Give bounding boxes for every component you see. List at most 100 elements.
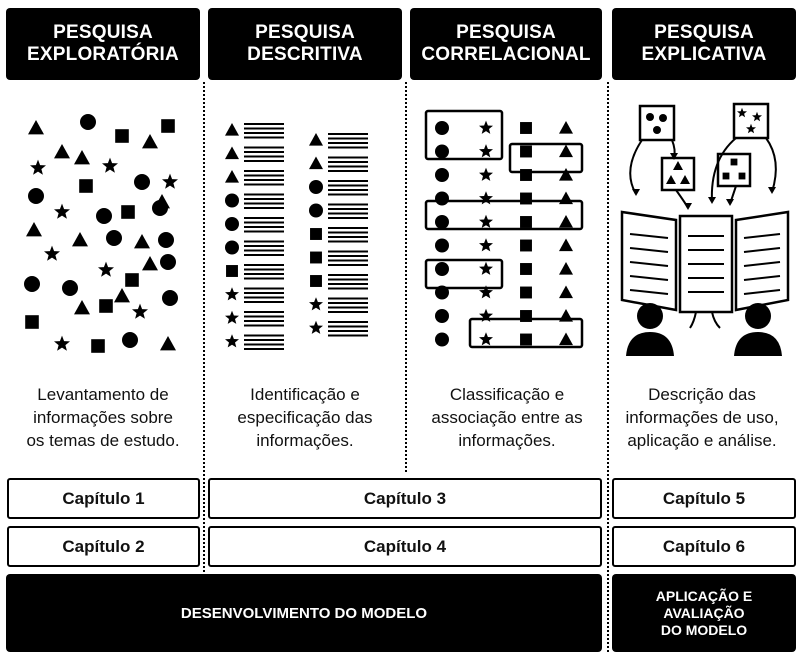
description-descritiva: Identificação e especificação das inform… [204,383,406,452]
triangle-shape [160,336,176,351]
text-line [328,302,368,304]
text-line [328,321,368,323]
text-line [244,207,284,209]
text-line [244,151,284,153]
arrow-head [684,203,692,210]
text-line [743,289,781,295]
circle-shape [158,232,174,248]
star-shape [746,123,756,134]
text-line [244,174,284,177]
star-shape [479,285,493,299]
text-line [244,292,284,294]
square-shape [99,299,113,313]
text-line [244,226,284,228]
text-line [244,296,284,299]
triangle-shape [114,288,130,303]
header-line-2: EXPLORATÓRIA [27,44,179,65]
square-shape [161,119,175,133]
circle-shape [28,188,44,204]
text-line [244,221,284,224]
square-shape [115,129,129,143]
star-shape [479,238,493,252]
square-shape [79,179,93,193]
description-line: associação entre as [431,408,583,427]
star-shape [479,144,493,158]
square-shape [520,169,532,181]
text-line [328,274,368,276]
description-line: aplicação e análise. [627,431,777,450]
text-line [244,155,284,158]
triangle-shape [142,256,158,271]
text-line [328,311,368,313]
square-shape [520,145,532,158]
star-shape [54,335,70,351]
star-shape [54,203,70,219]
curved-arrow [689,311,697,329]
text-line [328,156,368,159]
footer-aplicacao-avaliacao: APLICAÇÃO E AVALIAÇÃO DO MODELO [612,574,796,652]
text-line [328,334,368,337]
text-line [244,287,284,290]
triangle-shape [559,332,573,346]
triangle-shape [309,156,323,170]
header-line-1: PESQUISA [456,22,556,43]
text-line [328,240,368,243]
star-shape [44,245,60,261]
text-line [244,245,284,247]
column-separator-3 [607,82,609,652]
text-line [244,273,284,275]
circle-shape [152,200,168,216]
group-box [508,142,584,174]
arrow-head [670,153,678,160]
circle-shape [225,193,239,208]
header-pesquisa-exploratoria: PESQUISA EXPLORATÓRIA [6,8,200,80]
text-line [244,348,284,350]
triangle-shape [28,120,44,135]
text-line [743,261,781,267]
explanation-illustration [620,102,790,356]
triangle-shape [54,144,70,159]
star-shape [479,167,493,181]
column-separator-1 [203,82,205,652]
circle-shape [162,290,178,306]
text-line [743,275,781,281]
description-line: os temas de estudo. [26,431,180,450]
chapter-box: Capítulo 6 [612,526,796,567]
text-line [328,161,368,163]
text-line [328,212,368,215]
circle-shape [435,215,449,229]
document-panel [734,210,790,312]
text-line [328,306,368,309]
text-line [244,202,284,205]
text-line [328,231,368,234]
circle-shape [435,121,449,135]
footer-label-line: DO MODELO [660,621,748,638]
header-line-1: PESQUISA [654,22,754,43]
document-panel [678,214,734,314]
text-line [244,249,284,252]
column-separator-2 [405,82,407,472]
arrow-head [768,187,776,194]
text-line [328,250,368,253]
text-line [328,325,368,328]
text-line [328,208,368,210]
document-panel [620,210,678,312]
group-box [424,109,504,161]
description-line: Levantamento de [37,385,169,404]
text-line [244,277,284,280]
star-shape [309,320,323,334]
text-line [328,278,368,281]
square-shape [226,265,238,277]
circle-shape [106,230,122,246]
triangle-shape [559,215,573,228]
curved-arrow [629,139,643,195]
curved-arrow [711,311,721,329]
scattered-shapes-illustration [24,114,178,353]
text-line [328,184,368,187]
listed-shapes-illustration [225,123,368,350]
triangle-shape [559,262,573,275]
text-line [244,315,284,318]
text-line [629,289,669,295]
description-exploratoria: Levantamento de informações sobre os tem… [0,383,206,452]
square-shape [25,315,39,329]
